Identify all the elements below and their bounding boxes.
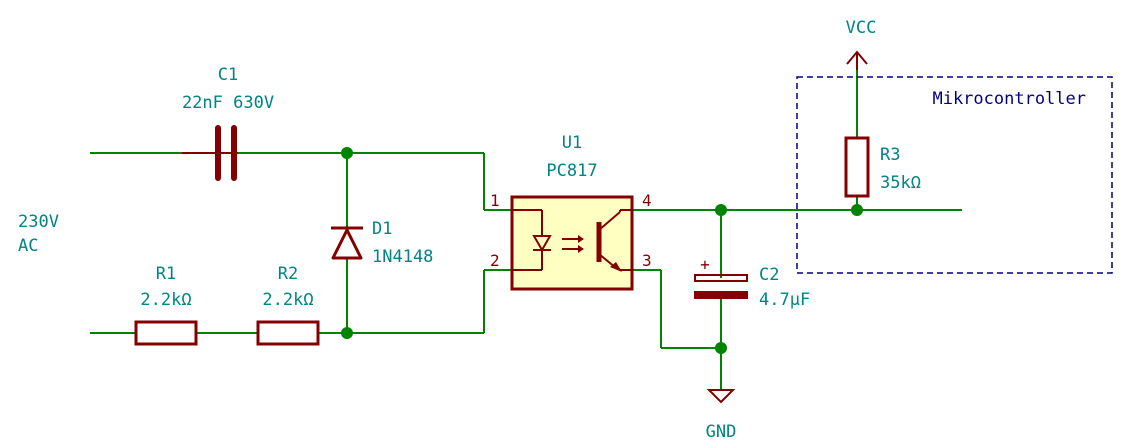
u1-pin-3: 3 — [642, 251, 652, 270]
d1-value: 1N4148 — [372, 247, 433, 267]
r3-value: 35kΩ — [880, 173, 921, 193]
u1-ref: U1 — [562, 133, 582, 153]
c1-value: 22nF 630V — [182, 93, 274, 113]
u1-pin-2: 2 — [490, 251, 500, 270]
c2-ref: C2 — [759, 265, 779, 285]
c1-ref: C1 — [218, 65, 238, 85]
junction-dot — [851, 204, 863, 216]
mcu-boundary-box — [796, 76, 1113, 274]
r3-ref: R3 — [880, 145, 900, 165]
c2-polarity: + — [700, 255, 710, 274]
diode-d1 — [331, 226, 363, 260]
input-label-line1: 230V — [18, 212, 59, 232]
gnd-label: GND — [706, 422, 737, 442]
resistor-r2 — [256, 320, 320, 346]
junction-dot — [341, 147, 353, 159]
resistor-r3 — [844, 136, 870, 198]
u1-value: PC817 — [546, 161, 597, 181]
junction-dot — [715, 204, 727, 216]
r2-ref: R2 — [278, 264, 298, 284]
mcu-label: Mikrocontroller — [932, 89, 1086, 109]
capacitor-c2 — [694, 274, 748, 299]
capacitor-c1 — [182, 125, 238, 181]
resistor-r1 — [134, 320, 198, 346]
u1-pin-1: 1 — [490, 191, 500, 210]
u1-pin-4: 4 — [642, 191, 652, 210]
r1-value: 2.2kΩ — [140, 290, 191, 310]
vcc-label: VCC — [846, 18, 877, 38]
r2-value: 2.2kΩ — [262, 290, 313, 310]
c2-value: 4.7µF — [759, 290, 810, 310]
ground-icon — [706, 389, 736, 404]
junction-dot — [341, 327, 353, 339]
optocoupler-u1 — [510, 195, 634, 291]
junction-dot — [715, 342, 727, 354]
input-label-line2: AC — [18, 236, 38, 256]
junctions — [341, 147, 863, 354]
r1-ref: R1 — [156, 264, 176, 284]
vcc-arrow-icon — [846, 50, 868, 70]
d1-ref: D1 — [372, 219, 392, 239]
